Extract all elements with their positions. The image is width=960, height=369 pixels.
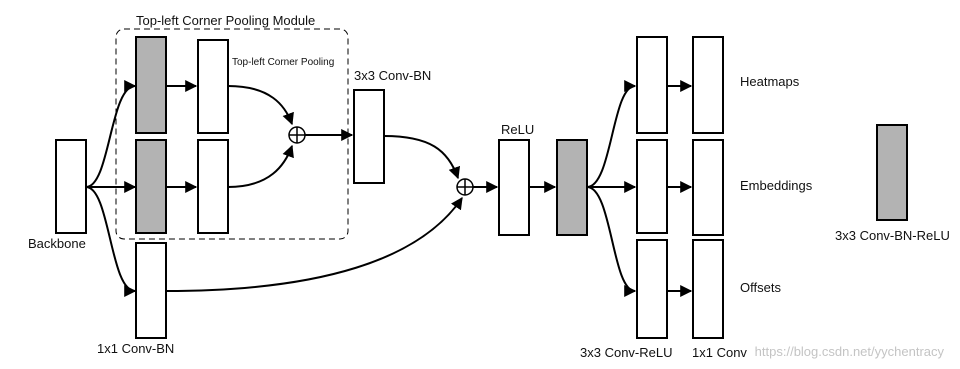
offsets-conv-relu-block (636, 239, 668, 339)
conv-1x1-label: 1x1 Conv (692, 345, 747, 360)
arrow-to-heatmaps-conv (586, 80, 637, 188)
arrow-pool-2-to-sum (227, 144, 294, 188)
conv-bn-3x3-block (353, 89, 385, 184)
conv-bn-relu-block-3 (556, 139, 588, 236)
conv-bn-1x1-block (135, 242, 167, 339)
arrow-to-offsets-conv (586, 186, 637, 297)
sum-node-2 (456, 178, 474, 196)
arrow-conv-bn-to-sum-2 (383, 135, 461, 180)
pooling-label: Top-left Corner Pooling (232, 57, 334, 68)
heatmaps-1x1-conv-block (692, 36, 724, 134)
embeddings-conv-relu-block (636, 139, 668, 234)
conv-bn-relu-block-2 (135, 139, 167, 234)
arrow-backbone-to-1x1 (85, 186, 137, 297)
offsets-1x1-conv-block (692, 239, 724, 339)
embeddings-1x1-conv-block (692, 139, 724, 236)
arrow-1x1-to-sum-2 (165, 197, 463, 292)
heatmaps-label: Heatmaps (740, 74, 800, 89)
relu-label: ReLU (501, 122, 534, 137)
watermark: https://blog.csdn.net/yychentracy (754, 344, 944, 359)
relu-block (498, 139, 530, 236)
conv-bn-1x1-label: 1x1 Conv-BN (97, 341, 174, 356)
arrow-backbone-to-gray-1 (85, 80, 137, 188)
module-title: Top-left Corner Pooling Module (136, 13, 315, 28)
conv-bn-relu-block-1 (135, 36, 167, 134)
embeddings-label: Embeddings (740, 178, 813, 193)
conv-bn-3x3-label: 3x3 Conv-BN (354, 68, 431, 83)
conv-relu-3x3-label: 3x3 Conv-ReLU (580, 345, 673, 360)
legend-label: 3x3 Conv-BN-ReLU (835, 228, 950, 243)
heatmaps-conv-relu-block (636, 36, 668, 134)
sum-node-1 (288, 126, 306, 144)
legend-gray-block (876, 124, 908, 221)
backbone-block (55, 139, 87, 234)
arrow-pool-1-to-sum (227, 85, 294, 126)
pooling-feature-block-1 (197, 39, 229, 134)
backbone-label: Backbone (28, 236, 86, 251)
pooling-feature-block-2 (197, 139, 229, 234)
offsets-label: Offsets (740, 280, 781, 295)
